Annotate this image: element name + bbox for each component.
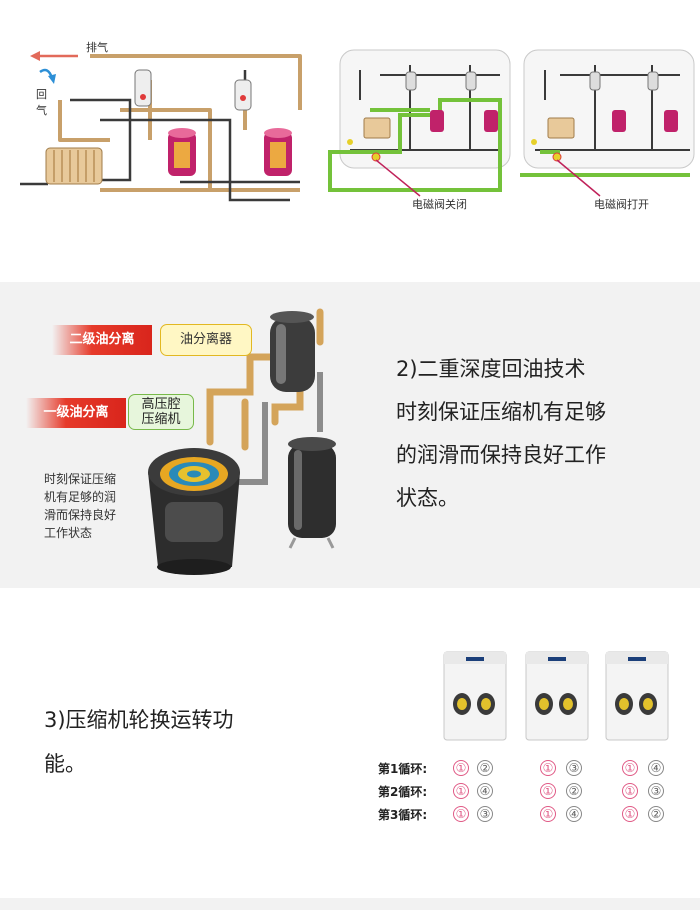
heading-line: 的润滑而保持良好工作 [396, 443, 606, 467]
tag-second-stage: 二级油分离 [52, 325, 152, 355]
cycle-3-unit-2-b: ④ [566, 806, 582, 822]
heading-line: 能。 [44, 752, 86, 776]
bottom-strip [0, 898, 700, 910]
heading-line: 2)二重深度回油技术 [396, 357, 586, 381]
cycle-1-unit-3-b: ④ [648, 760, 664, 776]
heading-line: 时刻保证压缩机有足够 [396, 400, 606, 424]
accumulator [288, 437, 336, 549]
cycle-1-unit-2-a: ① [540, 760, 556, 776]
cycle-2-unit-3-b: ③ [648, 783, 664, 799]
valve-open-label: 电磁阀打开 [594, 198, 649, 211]
schematic-diagrams [20, 49, 695, 202]
cycle-3-unit-3-a: ① [622, 806, 638, 822]
valve-closed-label: 电磁阀关闭 [412, 198, 467, 211]
tag-first-stage: 一级油分离 [26, 398, 126, 428]
schematic-section: 排气 回 气 电磁阀关闭 电磁阀打开 [0, 0, 700, 282]
tag-high-pressure-compressor: 高压腔 压缩机 [128, 394, 194, 430]
heading-line: 3)压缩机轮换运转功 [44, 708, 234, 732]
cycle-2-unit-2-b: ② [566, 783, 582, 799]
oil-separator [270, 311, 315, 392]
oil-return-section: 二级油分离 油分离器 一级油分离 高压腔 压缩机 时刻保证压缩 机有足够的润 滑… [0, 282, 700, 588]
cycle-3-unit-1-a: ① [453, 806, 469, 822]
cycle-2-unit-3-a: ① [622, 783, 638, 799]
caption-line: 时刻保证压缩 [44, 472, 117, 486]
caption-line: 机有足够的润 [44, 490, 117, 504]
outdoor-unit-3 [605, 651, 669, 741]
compressor-1 [168, 128, 196, 176]
cycle-1-unit-3-a: ① [622, 760, 638, 776]
cycle-2-label: 第2循环: [378, 785, 428, 799]
cycle-2-unit-2-a: ① [540, 783, 556, 799]
cycle-3-unit-3-b: ② [648, 806, 664, 822]
main-schematic [20, 51, 302, 202]
exhaust-label: 排气 [86, 41, 108, 54]
cycle-2-unit-1-a: ① [453, 783, 469, 799]
return-label-2: 气 [36, 104, 47, 117]
outdoor-unit-1 [443, 651, 507, 741]
valve-closed-schematic [328, 49, 511, 197]
cycle-2-unit-1-b: ④ [477, 783, 493, 799]
rotation-heading: 3)压缩机轮换运转功 能。 [44, 698, 294, 786]
heading-line: 状态。 [396, 486, 459, 510]
compressor-2 [264, 128, 292, 176]
cycle-1-unit-1-b: ② [477, 760, 493, 776]
tag-oil-separator: 油分离器 [160, 324, 252, 356]
valve-open-schematic [520, 49, 695, 197]
oil-return-illustration [148, 308, 336, 575]
rotation-section: 3)压缩机轮换运转功 能。 第1循环: 第2循环: 第3循环: [0, 588, 700, 910]
cycle-3-label: 第3循环: [378, 808, 428, 822]
tag-high-pressure-line-1: 高压腔 [141, 397, 181, 412]
outdoor-units [443, 651, 669, 741]
compressor [148, 448, 240, 575]
oil-return-heading: 2)二重深度回油技术 时刻保证压缩机有足够 的润滑而保持良好工作 状态。 [396, 348, 686, 520]
cycle-1-label: 第1循环: [378, 762, 428, 776]
caption-line: 工作状态 [44, 526, 93, 540]
caption-line: 滑而保持良好 [44, 508, 117, 522]
tag-high-pressure-line-2: 压缩机 [141, 412, 181, 427]
illustration-caption: 时刻保证压缩 机有足够的润 滑而保持良好 工作状态 [44, 470, 132, 542]
return-label-1: 回 [36, 88, 47, 101]
cycle-3-unit-1-b: ③ [477, 806, 493, 822]
cycle-3-unit-2-a: ① [540, 806, 556, 822]
cycle-1-unit-1-a: ① [453, 760, 469, 776]
outdoor-unit-2 [525, 651, 589, 741]
cycle-1-unit-2-b: ③ [566, 760, 582, 776]
